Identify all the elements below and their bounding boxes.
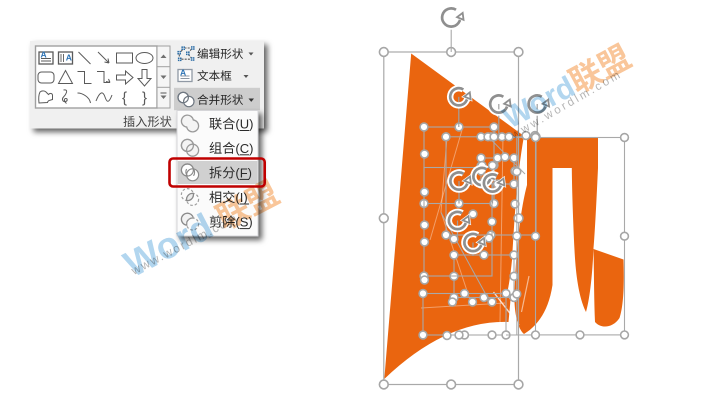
svg-text:(U): (U) xyxy=(235,117,253,132)
svg-text:A: A xyxy=(180,67,186,77)
svg-text:{: { xyxy=(122,90,127,107)
svg-text:(F): (F) xyxy=(235,165,252,180)
svg-text:}: } xyxy=(142,90,147,107)
svg-text:A: A xyxy=(66,53,72,63)
svg-text:A: A xyxy=(41,50,47,60)
svg-text:(C): (C) xyxy=(235,141,253,156)
